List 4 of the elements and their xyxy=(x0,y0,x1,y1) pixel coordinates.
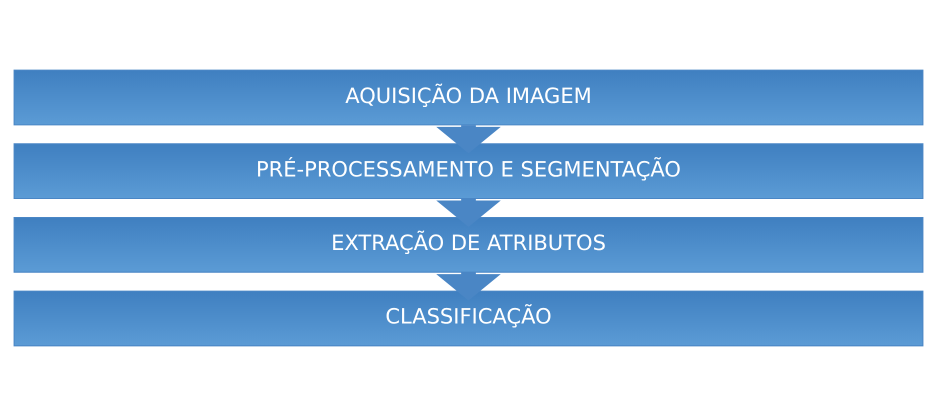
node-box: PRÉ-PROCESSAMENTO E SEGMENTAÇÃO xyxy=(13,142,923,199)
node-box: AQUISIÇÃO DA IMAGEM xyxy=(13,69,923,125)
node-box: CLASSIFICAÇÃO xyxy=(13,290,923,346)
node-box: EXTRAÇÃO DE ATRIBUTOS xyxy=(13,216,923,272)
